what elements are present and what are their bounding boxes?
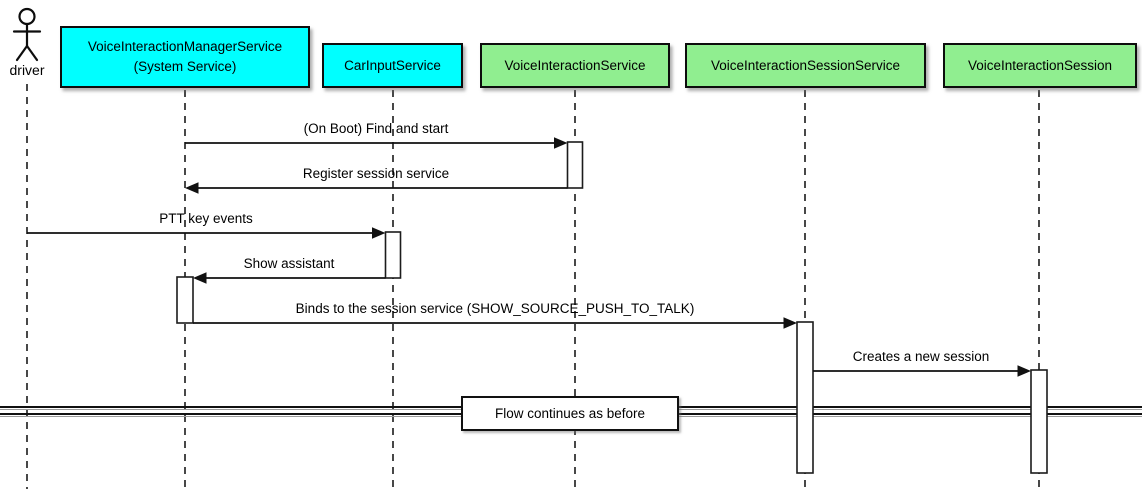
activation-voice-interaction-service: [566, 141, 584, 189]
participant-voice-interaction-session-service: VoiceInteractionSessionService: [685, 43, 926, 88]
message-arrow-on-boot-find-and-start: [185, 137, 568, 149]
message-arrow-register-session-service: [185, 182, 568, 194]
message-label-binds-to-session-service: Binds to the session service (SHOW_SOURC…: [295, 301, 695, 316]
activation-bars: [176, 141, 1048, 474]
participant-car-input-service: CarInputService: [322, 43, 463, 88]
message-label-show-assistant: Show assistant: [243, 256, 335, 271]
divider-label: Flow continues as before: [494, 406, 646, 421]
actor-label: driver: [9, 62, 45, 78]
participant-voice-interaction-session: VoiceInteractionSession: [943, 43, 1137, 88]
activation-voice-interaction-session: [1030, 369, 1048, 474]
participant-voice-interaction-service: VoiceInteractionService: [480, 43, 670, 88]
activation-car-input-service: [384, 231, 402, 279]
participant-voice-interaction-manager-service: VoiceInteractionManagerService (System S…: [60, 26, 310, 88]
activation-voice-interaction-manager-service: [176, 276, 194, 324]
message-arrow-creates-new-session: [813, 365, 1031, 377]
message-label-on-boot-find-and-start: (On Boot) Find and start: [303, 121, 449, 136]
message-label-register-session-service: Register session service: [302, 166, 450, 181]
actor-icon: [12, 7, 42, 62]
divider-label-box: Flow continues as before: [461, 396, 679, 431]
message-arrow-show-assistant: [193, 272, 386, 284]
message-arrows: [27, 137, 1031, 377]
message-label-creates-new-session: Creates a new session: [852, 349, 990, 364]
message-arrow-binds-to-session-service: [193, 317, 797, 329]
activation-voice-interaction-session-service: [796, 321, 814, 474]
message-arrow-ptt-key-events: [27, 227, 386, 239]
message-label-ptt-key-events: PTT key events: [159, 211, 253, 226]
